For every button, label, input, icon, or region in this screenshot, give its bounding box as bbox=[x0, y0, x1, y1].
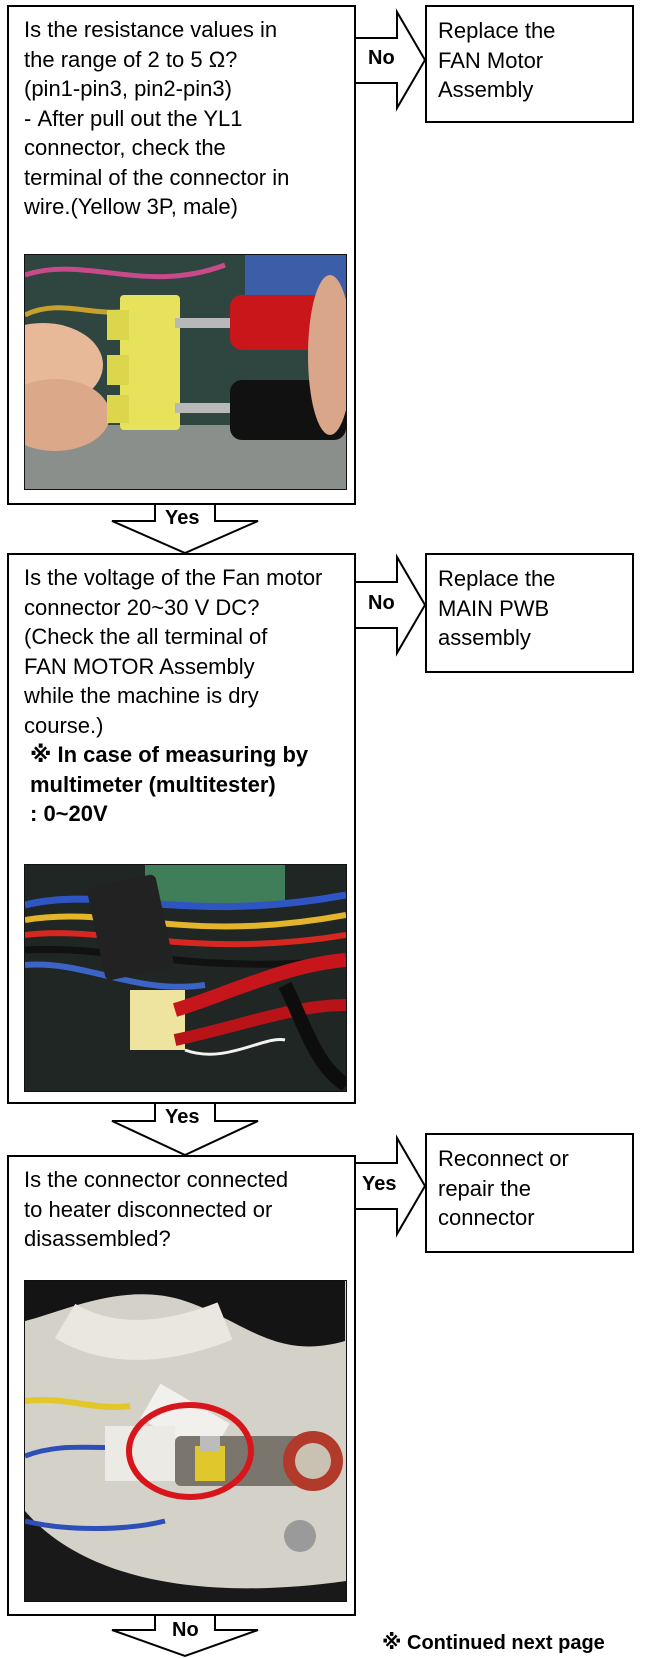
continued-note: ※ Continued next page bbox=[382, 1630, 605, 1655]
step-2-photo bbox=[24, 864, 347, 1092]
step-2-side-label: No bbox=[368, 592, 395, 615]
step-3-question: Is the connector connected to heater dis… bbox=[24, 1165, 354, 1254]
step-3-action: Reconnect or repair the connector bbox=[438, 1144, 628, 1233]
step-2-action: Replace the MAIN PWB assembly bbox=[438, 564, 628, 653]
step-1-photo bbox=[24, 254, 347, 490]
step-3-down-label: No bbox=[172, 1619, 199, 1642]
step-2-note: ※ In case of measuring by multimeter (mu… bbox=[30, 740, 350, 829]
step-1-side-label: No bbox=[368, 47, 395, 70]
step-3-side-label: Yes bbox=[362, 1173, 396, 1196]
step-1-down-label: Yes bbox=[165, 507, 199, 530]
step-2-question: Is the voltage of the Fan motor connecto… bbox=[24, 563, 354, 740]
step-3-photo bbox=[24, 1280, 347, 1602]
step-2-down-label: Yes bbox=[165, 1106, 199, 1129]
step-1-question: Is the resistance values in the range of… bbox=[24, 15, 354, 222]
step-1-action: Replace the FAN Motor Assembly bbox=[438, 16, 628, 105]
